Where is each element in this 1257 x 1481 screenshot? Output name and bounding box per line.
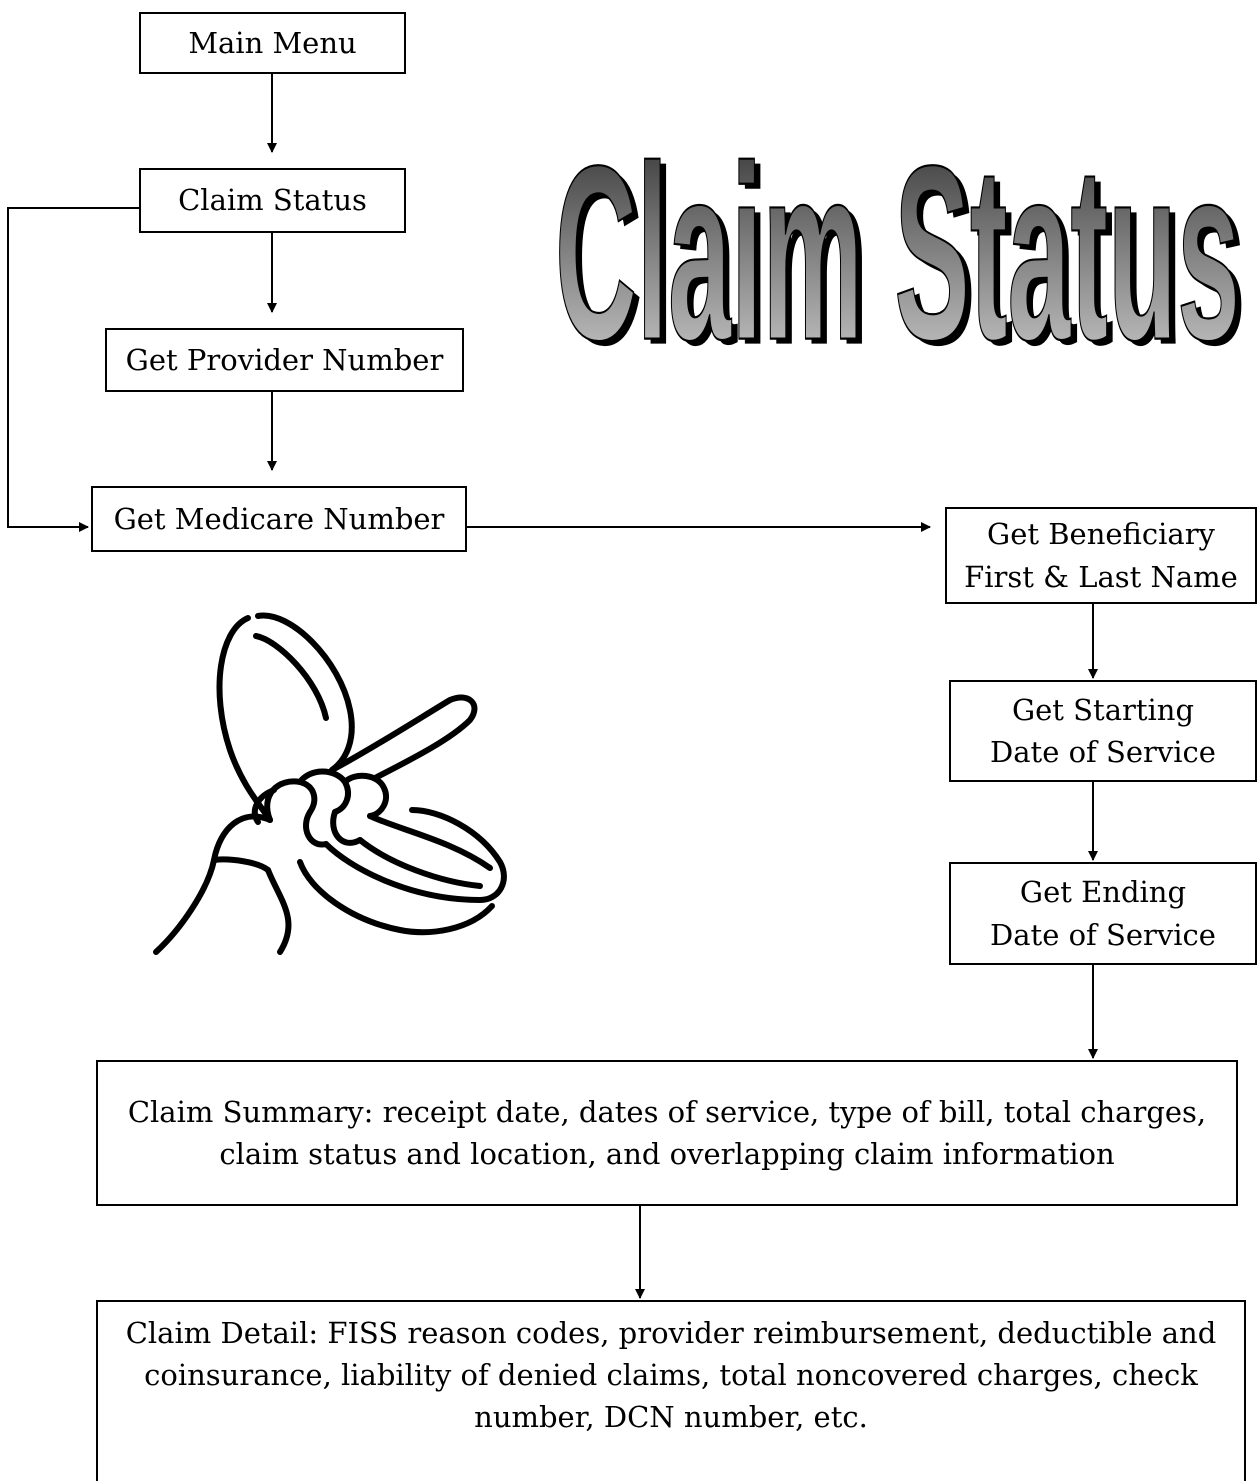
ending-date-line-2: Date of Service xyxy=(990,917,1216,952)
ending-date-box: Get Ending Date of Service xyxy=(949,862,1257,965)
arrow-status-bypass-to-medicare xyxy=(7,207,139,532)
starting-date-line-2: Date of Service xyxy=(990,735,1216,769)
beneficiary-line-1: Get Beneficiary xyxy=(987,517,1215,552)
telephone-handset-icon xyxy=(153,612,507,955)
beneficiary-name-box: Get Beneficiary First & Last Name xyxy=(945,507,1257,604)
starting-date-box: Get Starting Date of Service xyxy=(949,680,1257,782)
medicare-number-box: Get Medicare Number xyxy=(91,486,467,552)
ending-date-line-1: Get Ending xyxy=(1019,875,1187,910)
title-text: Claim Status xyxy=(555,113,1240,350)
claim-status-label: Claim Status xyxy=(178,183,367,218)
provider-number-box: Get Provider Number xyxy=(105,328,464,392)
claim-detail-box: Claim Detail: FISS reason codes, provide… xyxy=(96,1300,1246,1481)
claim-summary-box: Claim Summary: receipt date, dates of se… xyxy=(96,1060,1238,1206)
claim-status-wordart-title: Claim Status Claim Status xyxy=(554,112,1246,350)
provider-number-label: Get Provider Number xyxy=(125,342,444,377)
claim-detail-line-1: Claim Detail: FISS reason codes, provide… xyxy=(125,1316,1217,1350)
claim-summary-line-2: claim status and location, and overlappi… xyxy=(219,1137,1115,1171)
claim-summary-line-1: Claim Summary: receipt date, dates of se… xyxy=(127,1094,1207,1129)
starting-date-line-1: Get Starting xyxy=(1011,692,1195,727)
title-shadow: Claim Status xyxy=(561,118,1246,350)
claim-detail-line-2: coinsurance, liability of denied claims,… xyxy=(144,1358,1198,1393)
main-menu-box: Main Menu xyxy=(139,12,406,74)
claim-detail-line-3: number, DCN number, etc. xyxy=(474,1400,868,1435)
medicare-number-label: Get Medicare Number xyxy=(113,501,445,536)
main-menu-label: Main Menu xyxy=(188,25,357,60)
beneficiary-line-2: First & Last Name xyxy=(964,559,1238,594)
claim-status-box: Claim Status xyxy=(139,168,406,233)
